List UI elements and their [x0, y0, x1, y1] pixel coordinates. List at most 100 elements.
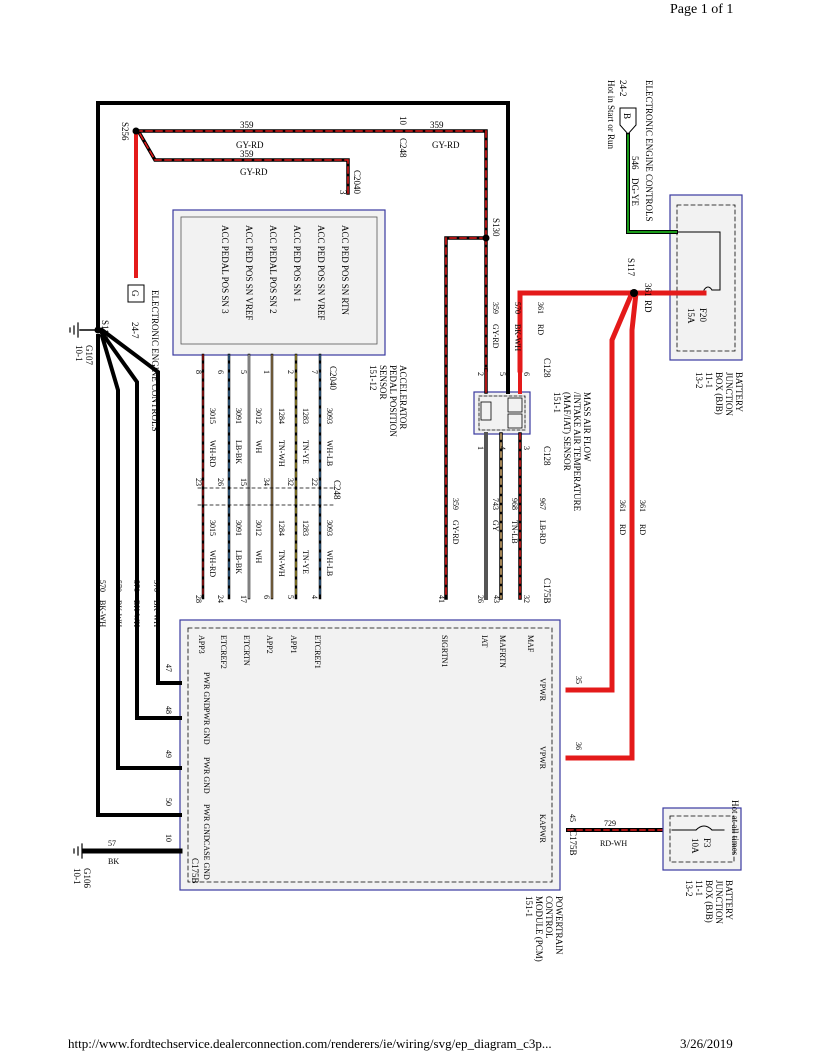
svg-text:47: 47: [164, 664, 173, 672]
svg-text:361: 361: [638, 500, 647, 512]
svg-text:3012: 3012: [254, 408, 263, 424]
bjb-bottom-name-3: BOX (BJB): [704, 880, 714, 923]
g106-label: G106: [82, 868, 92, 888]
svg-text:ETCRTN: ETCRTN: [242, 635, 251, 666]
maf-bottom-wire-labels: 359 GY-RD 743 GY 968 TN-LB 967 LB-RD: [451, 498, 547, 545]
app-label-1: ACC PED POS SN RTN: [340, 225, 350, 315]
svg-text:5: 5: [286, 595, 295, 599]
c128-top-label: C128: [542, 358, 552, 378]
svg-text:WH: WH: [254, 550, 263, 564]
svg-text:WH: WH: [254, 440, 263, 454]
svg-text:570: 570: [513, 302, 522, 314]
svg-text:WH-RD: WH-RD: [208, 440, 217, 467]
app-wire-labels-lower: 3015 WH-RD 3091 LB-BK 3012 WH 1284 TN-WH…: [208, 520, 334, 577]
svg-text:1283: 1283: [301, 408, 310, 424]
svg-text:359: 359: [491, 302, 500, 314]
svg-text:TN-WH: TN-WH: [277, 550, 286, 577]
svg-text:17: 17: [239, 595, 248, 603]
bjb-top-box: [669, 194, 743, 361]
wire-359a-num: 359: [240, 120, 254, 130]
fuse-f3-amp: 10A: [690, 838, 700, 854]
fuse-f3-label: F3: [702, 838, 712, 848]
maf-ref: 151-1: [552, 392, 562, 413]
app-sensor-name-1: ACCELERATOR: [398, 365, 408, 429]
svg-text:743: 743: [491, 498, 500, 510]
svg-text:ETCREF2: ETCREF2: [219, 635, 228, 669]
bjb-bottom-ref-1: 11-1: [694, 880, 704, 896]
svg-text:23: 23: [194, 478, 203, 486]
svg-text:28: 28: [194, 595, 203, 603]
svg-text:RD: RD: [638, 524, 647, 535]
svg-text:5: 5: [498, 372, 507, 376]
app-pin-8: 8: [194, 370, 203, 374]
g107-label: G107: [84, 345, 94, 365]
svg-text:41: 41: [437, 595, 446, 603]
svg-text:35: 35: [574, 676, 583, 684]
svg-text:WH-RD: WH-RD: [208, 550, 217, 577]
svg-text:26: 26: [216, 478, 225, 486]
kapwr-wire-color: RD-WH: [600, 839, 627, 848]
kapwr-wire-num: 729: [604, 819, 616, 828]
svg-text:CASE GND: CASE GND: [202, 840, 211, 880]
svg-text:1284: 1284: [277, 520, 286, 536]
svg-text:GY: GY: [491, 520, 500, 532]
bjb-bottom-name-2: JUNCTION: [714, 880, 724, 924]
svg-text:TN-LB: TN-LB: [510, 520, 519, 544]
wire-359c-color: GY-RD: [240, 167, 268, 177]
bjb-bottom-ref-2: 13-2: [684, 880, 694, 897]
svg-text:RD: RD: [536, 324, 545, 335]
svg-text:3093: 3093: [325, 520, 334, 536]
svg-text:WH-LB: WH-LB: [325, 440, 334, 466]
bjb-top-name-3: BOX (BJB): [714, 372, 724, 415]
maf-name-1: MASS AIR FLOW: [582, 392, 592, 462]
svg-text:IAT: IAT: [480, 635, 489, 648]
svg-text:TN-WH: TN-WH: [277, 440, 286, 467]
svg-text:26: 26: [476, 595, 485, 603]
c248-pin-numbers: 23 26 15 34 32 22: [194, 478, 319, 486]
pcm-ref: 151-1: [524, 896, 534, 917]
pcm-left-pin-labels: PWR GND PWR GND PWR GND PWR GND CASE GND…: [164, 664, 211, 880]
pcm-right-pin-labels: VPWR VPWR KAPWR: [538, 678, 547, 844]
svg-text:967: 967: [538, 498, 547, 510]
splice-s256-label: S256: [120, 122, 130, 141]
c175b-top-label: C175B: [542, 578, 552, 604]
svg-text:LB-BK: LB-BK: [234, 440, 243, 464]
wire-359b-color: GY-RD: [432, 140, 460, 150]
svg-text:BK-WH: BK-WH: [114, 600, 123, 627]
svg-text:KAPWR: KAPWR: [538, 814, 547, 844]
svg-text:GY-RD: GY-RD: [451, 520, 460, 545]
vpwr-wire-labels: 361 RD 361 RD 35 36: [574, 500, 647, 750]
wire-359b-num: 359: [430, 120, 444, 130]
splice-s130-dot: [482, 234, 490, 242]
g106-ref: 10-1: [72, 868, 82, 885]
kapwr-pcm-pin: 45: [568, 814, 577, 822]
ground-wire-labels: 570 BK-WH 570 BK-WH 570 BK-WH 570 BK-WH: [98, 580, 161, 627]
bjb-bottom-name-1: BATTERY: [724, 880, 734, 921]
svg-text:MAF: MAF: [526, 635, 535, 653]
svg-text:3093: 3093: [325, 408, 334, 424]
app-pin-1: 1: [262, 370, 271, 374]
svg-text:BK-WH: BK-WH: [152, 600, 161, 627]
eec-top-label: ELECTRONIC ENGINE CONTROLS: [644, 80, 654, 222]
eec-left-ref: 24-7: [130, 322, 140, 339]
app-pin-7: 7: [310, 370, 319, 374]
eec-top-pin: B: [622, 113, 632, 119]
app-label-5: ACC PED POS SN VREF: [244, 225, 254, 320]
g107-ref: 10-1: [74, 345, 84, 362]
bjb-top-name-1: BATTERY: [734, 372, 744, 413]
svg-text:361: 361: [536, 302, 545, 314]
maf-pcm-pins: 41 26 43 32: [437, 595, 531, 603]
bjb-top-name-2: JUNCTION: [724, 372, 734, 416]
svg-text:6: 6: [262, 595, 271, 599]
svg-text:3015: 3015: [208, 520, 217, 536]
svg-text:32: 32: [286, 478, 295, 486]
svg-text:570: 570: [152, 580, 161, 592]
svg-text:TN-YE: TN-YE: [301, 440, 310, 464]
splice-s256-dot: [132, 127, 140, 135]
svg-text:3015: 3015: [208, 408, 217, 424]
c248b-label: C248: [332, 480, 342, 500]
pcm-top-pin-labels: APP3 ETCREF2 ETCRTN APP2 APP1 ETCREF1 SI…: [197, 635, 535, 669]
app-pin-2: 2: [286, 370, 295, 374]
svg-text:49: 49: [164, 750, 173, 758]
svg-text:PWR GND: PWR GND: [202, 804, 211, 841]
